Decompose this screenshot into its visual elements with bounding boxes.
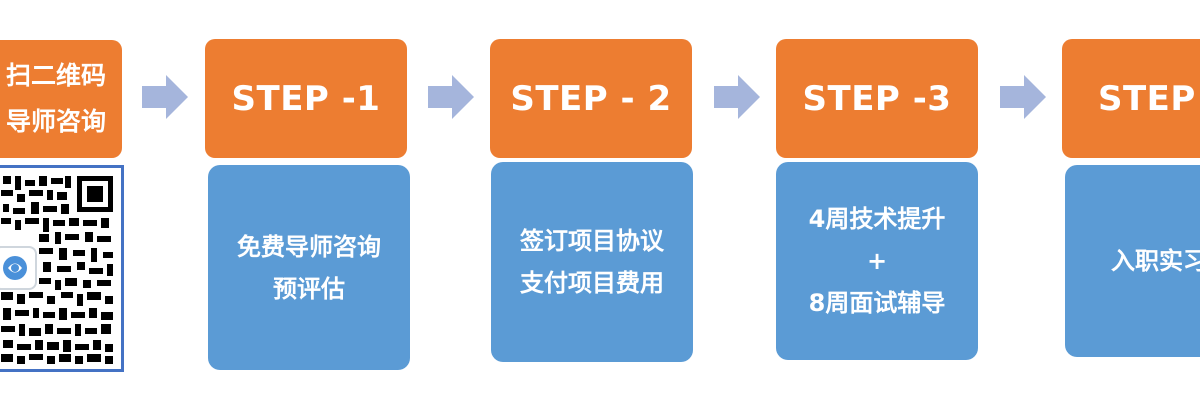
- step-1-desc-line-1: 免费导师咨询: [237, 232, 381, 261]
- arrow-right-icon: [1000, 75, 1046, 119]
- app-logo-icon: [0, 246, 37, 290]
- step-4-desc-line-1: 入职实习: [1111, 247, 1200, 275]
- step-4-label: STEP - 4: [1098, 78, 1200, 119]
- scan-qr-box: 扫二维码 导师咨询: [0, 40, 122, 158]
- step-2-desc-line-1: 签订项目协议: [520, 227, 664, 255]
- step-4-header: STEP - 4: [1062, 39, 1200, 158]
- step-2-label: STEP - 2: [510, 78, 672, 119]
- step-2-desc-line-2: 支付项目费用: [520, 269, 664, 297]
- step-3-label: STEP -3: [802, 78, 952, 119]
- arrow-right-icon: [714, 75, 760, 119]
- qr-code[interactable]: [0, 165, 124, 372]
- step-4-description: 入职实习: [1065, 165, 1200, 357]
- scan-qr-line-2: 导师咨询: [5, 107, 106, 136]
- step-2-header: STEP - 2: [490, 39, 692, 158]
- step-3-desc-line-2: +: [866, 247, 888, 275]
- scan-qr-line-1: 扫二维码: [5, 61, 106, 90]
- step-3-description: 4周技术提升 + 8周面试辅导: [776, 162, 978, 360]
- step-1-description: 免费导师咨询 预评估: [208, 165, 410, 370]
- step-2-description: 签订项目协议 支付项目费用: [491, 162, 693, 362]
- step-1-label: STEP -1: [231, 78, 381, 119]
- step-1-header: STEP -1: [205, 39, 407, 158]
- arrow-right-icon: [428, 75, 474, 119]
- arrow-right-icon: [142, 75, 188, 119]
- step-3-desc-line-3: 8周面试辅导: [808, 289, 946, 317]
- step-1-desc-line-2: 预评估: [273, 274, 345, 303]
- qr-pattern: [0, 168, 121, 369]
- step-3-desc-line-1: 4周技术提升: [808, 205, 946, 233]
- step-3-header: STEP -3: [776, 39, 978, 158]
